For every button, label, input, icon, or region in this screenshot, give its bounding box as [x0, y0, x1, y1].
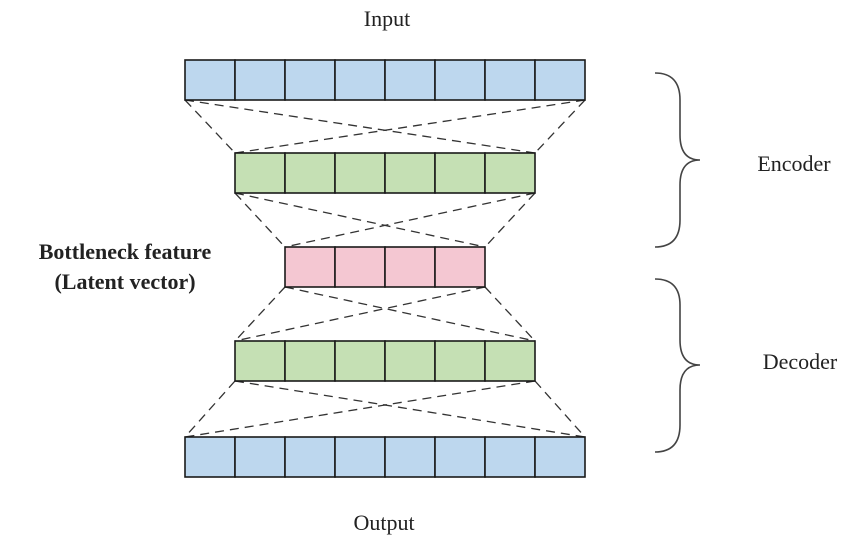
- bottleneck-label-line1: Bottleneck feature: [39, 239, 212, 264]
- decoder-hidden-layer-cell: [284, 340, 336, 382]
- output-layer-cell: [234, 436, 286, 478]
- bottleneck-layer-cell: [434, 246, 486, 288]
- output-layer-cell: [434, 436, 486, 478]
- encoder-label: Encoder: [757, 151, 831, 176]
- connector-right: [484, 286, 536, 342]
- encoder-hidden-layer-cell: [334, 152, 386, 194]
- encoder-hidden-layer-cell: [284, 152, 336, 194]
- connector-cross: [184, 380, 536, 438]
- decoder-hidden-layer-cell: [234, 340, 286, 382]
- output-layer-cell: [484, 436, 536, 478]
- input-layer-cell: [284, 59, 336, 101]
- encoder-hidden-layer-cell: [384, 152, 436, 194]
- connector-cross: [234, 99, 586, 154]
- decoder-hidden-layer-cell: [384, 340, 436, 382]
- encoder-hidden-layer-cell: [484, 152, 536, 194]
- connector-right: [484, 192, 536, 248]
- output-layer-cell: [334, 436, 386, 478]
- input-layer-cell: [534, 59, 586, 101]
- connector-right: [534, 99, 586, 154]
- input-layer-cell: [384, 59, 436, 101]
- encoder-brace: [654, 72, 701, 248]
- output-layer-cell: [534, 436, 586, 478]
- network-layers: [184, 59, 586, 478]
- layer-connectors: [184, 99, 586, 438]
- connector-cross: [234, 380, 586, 438]
- input-layer-cell: [234, 59, 286, 101]
- output-label: Output: [353, 510, 414, 535]
- decoder-hidden-layer-cell: [434, 340, 486, 382]
- connector-cross: [234, 192, 486, 248]
- bottleneck-layer-cell: [284, 246, 336, 288]
- connector-left: [234, 192, 286, 248]
- input-layer-cell: [484, 59, 536, 101]
- encoder-hidden-layer-cell: [234, 152, 286, 194]
- input-layer-cell: [334, 59, 386, 101]
- output-layer-cell: [184, 436, 236, 478]
- bottleneck-layer-cell: [334, 246, 386, 288]
- connector-cross: [184, 99, 536, 154]
- output-layer-cell: [384, 436, 436, 478]
- output-layer-cell: [284, 436, 336, 478]
- decoder-hidden-layer: [234, 340, 536, 382]
- decoder-brace: [654, 278, 701, 453]
- bottleneck-label-line2: (Latent vector): [54, 269, 195, 294]
- encoder-hidden-layer: [234, 152, 536, 194]
- input-label: Input: [364, 6, 410, 31]
- encoder-hidden-layer-cell: [434, 152, 486, 194]
- connector-left: [184, 99, 236, 154]
- connector-cross: [284, 286, 536, 342]
- connector-left: [234, 286, 286, 342]
- connector-cross: [284, 192, 536, 248]
- connector-right: [534, 380, 586, 438]
- bottleneck-layer: [284, 246, 486, 288]
- input-layer-cell: [434, 59, 486, 101]
- decoder-hidden-layer-cell: [484, 340, 536, 382]
- decoder-hidden-layer-cell: [334, 340, 386, 382]
- bottleneck-layer-cell: [384, 246, 436, 288]
- connector-cross: [234, 286, 486, 342]
- connector-left: [184, 380, 236, 438]
- input-layer-cell: [184, 59, 236, 101]
- decoder-label: Decoder: [763, 349, 838, 374]
- output-layer: [184, 436, 586, 478]
- input-layer: [184, 59, 586, 101]
